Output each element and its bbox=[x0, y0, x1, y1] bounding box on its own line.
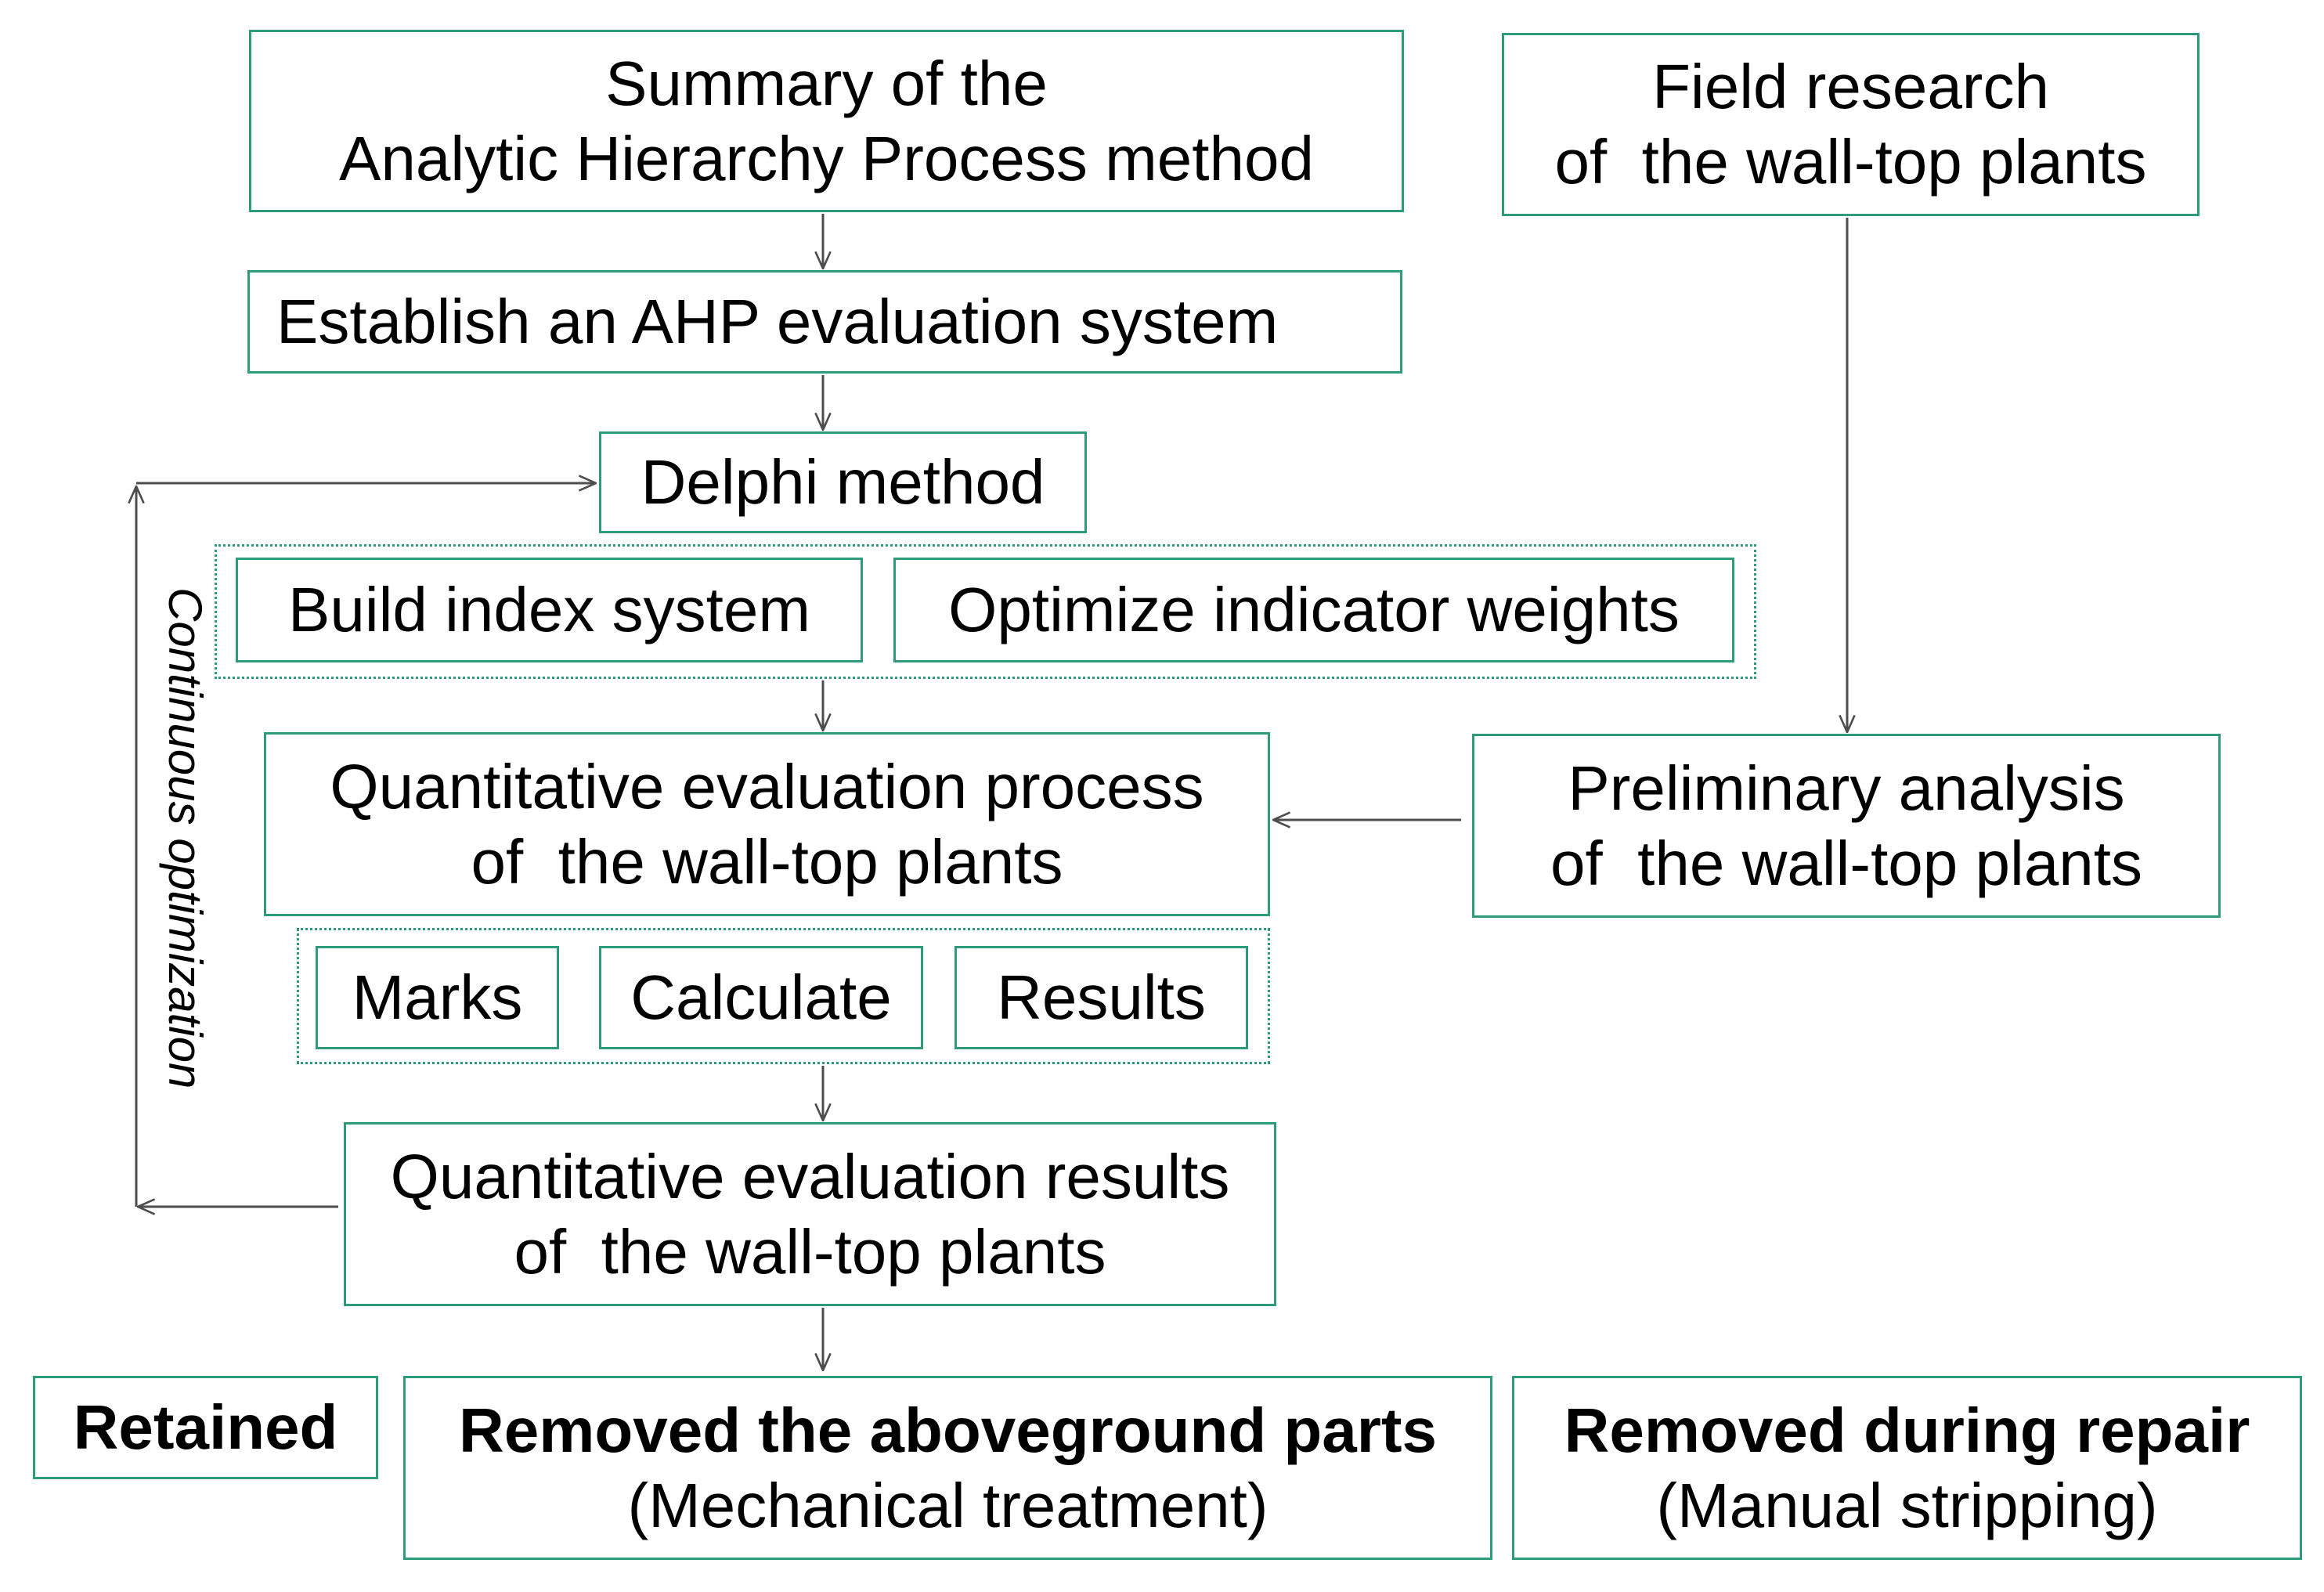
index-weights-group bbox=[215, 544, 1756, 679]
removed-repair-line2: (Manual stripping) bbox=[1656, 1470, 2158, 1540]
calculate-label: Calculate bbox=[630, 962, 892, 1032]
removed-during-repair-box: Removed during repair (Manual stripping) bbox=[1512, 1376, 2302, 1560]
establish-ahp-box: Establish an AHP evaluation system bbox=[247, 270, 1402, 374]
ahp-summary-line2: Analytic Hierarchy Process method bbox=[339, 123, 1314, 193]
quant-results-line2: of the wall-top plants bbox=[514, 1216, 1106, 1287]
removed-aboveground-box: Removed the aboveground parts (Mechanica… bbox=[403, 1376, 1492, 1560]
field-research-box: Field research of the wall-top plants bbox=[1502, 33, 2200, 216]
marks-box: Marks bbox=[316, 946, 559, 1049]
preliminary-line1: Preliminary analysis bbox=[1568, 753, 2125, 823]
ahp-summary-box: Summary of the Analytic Hierarchy Proces… bbox=[249, 30, 1404, 212]
quant-process-line2: of the wall-top plants bbox=[471, 826, 1063, 897]
quantitative-evaluation-process-box: Quantitative evaluation process of the w… bbox=[264, 732, 1270, 916]
quantitative-evaluation-results-box: Quantitative evaluation results of the w… bbox=[344, 1122, 1276, 1306]
field-research-line2: of the wall-top plants bbox=[1554, 127, 2147, 197]
calculate-box: Calculate bbox=[599, 946, 923, 1049]
marks-calculate-results-group bbox=[297, 928, 1270, 1064]
results-box: Results bbox=[955, 946, 1248, 1049]
field-research-line1: Field research bbox=[1652, 52, 2049, 121]
continuous-optimization-label: Continuous optimization bbox=[159, 587, 211, 1089]
preliminary-line2: of the wall-top plants bbox=[1550, 828, 2142, 898]
preliminary-analysis-box: Preliminary analysis of the wall-top pla… bbox=[1472, 734, 2221, 918]
removed-aboveground-line2: (Mechanical treatment) bbox=[627, 1470, 1268, 1540]
delphi-method-label: Delphi method bbox=[641, 447, 1045, 517]
build-index-system-box: Build index system bbox=[236, 558, 863, 662]
quant-process-line1: Quantitative evaluation process bbox=[330, 751, 1204, 821]
optimize-indicator-weights-label: Optimize indicator weights bbox=[948, 575, 1680, 644]
build-index-system-label: Build index system bbox=[288, 575, 810, 644]
optimize-indicator-weights-box: Optimize indicator weights bbox=[893, 558, 1734, 662]
marks-label: Marks bbox=[352, 962, 523, 1032]
removed-repair-line1: Removed during repair bbox=[1564, 1395, 2250, 1465]
establish-ahp-label: Establish an AHP evaluation system bbox=[276, 287, 1279, 356]
retained-label: Retained bbox=[73, 1392, 338, 1462]
removed-aboveground-line1: Removed the aboveground parts bbox=[458, 1395, 1438, 1465]
quant-results-line1: Quantitative evaluation results bbox=[390, 1141, 1230, 1211]
ahp-summary-line1: Summary of the bbox=[605, 48, 1048, 118]
retained-box: Retained bbox=[33, 1376, 378, 1479]
delphi-method-box: Delphi method bbox=[599, 431, 1087, 533]
results-label: Results bbox=[997, 962, 1206, 1032]
